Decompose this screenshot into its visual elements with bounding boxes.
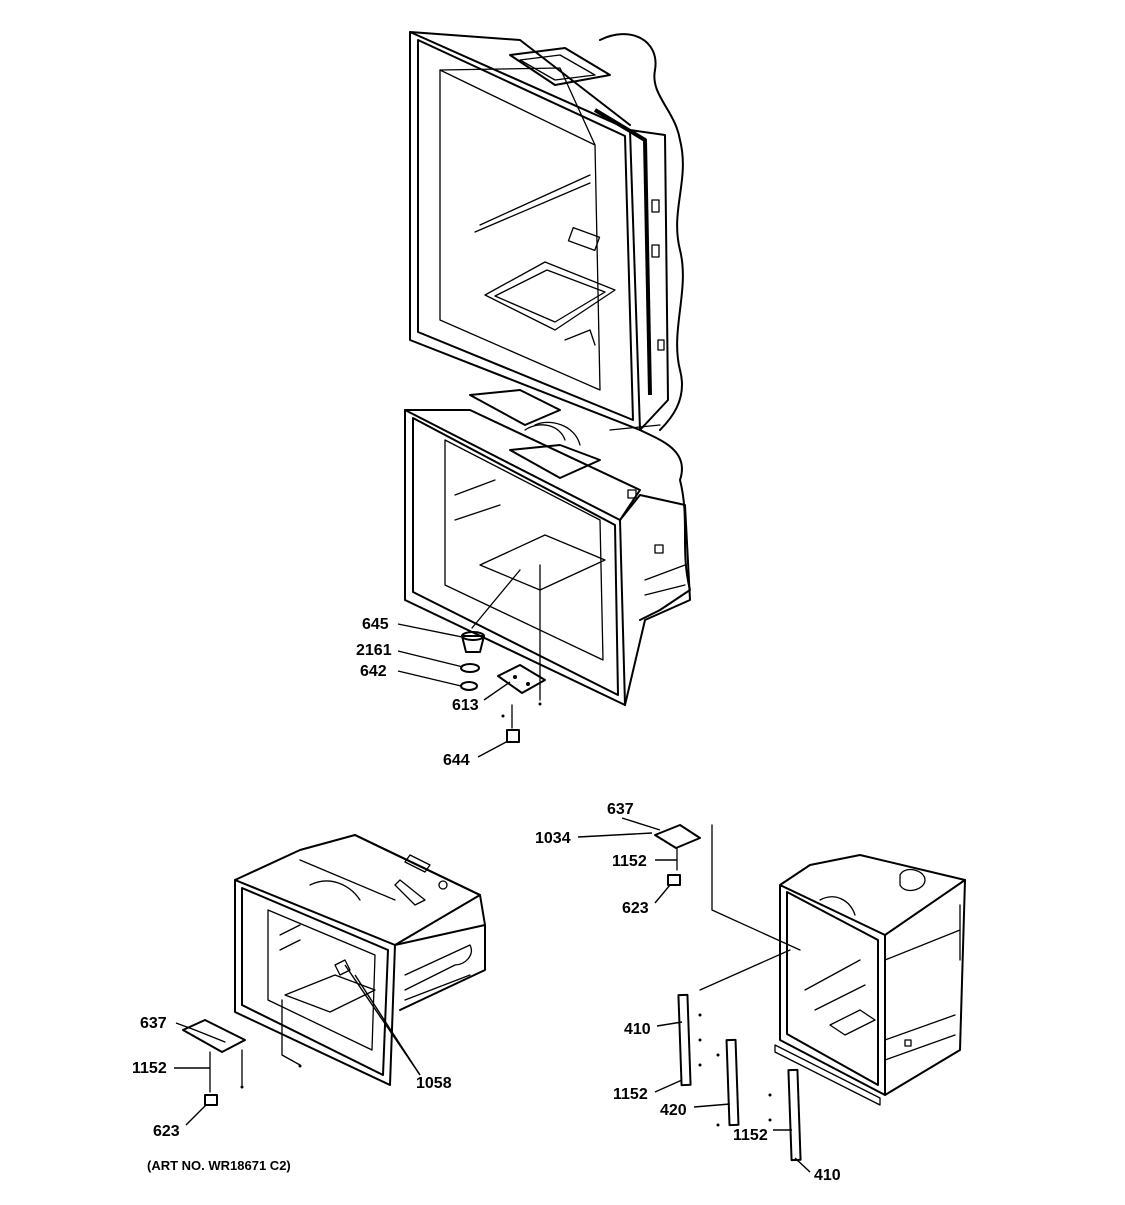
top-small-parts [460,564,546,743]
rail-410-bottom-shape [787,1068,802,1162]
label-2161: 2161 [356,642,392,659]
label-right-410-top: 410 [624,1021,651,1038]
upper-compartment [409,31,684,431]
left-part-623-shape [204,1094,218,1106]
lower-compartment [404,389,691,706]
label-left-637: 637 [140,1015,167,1032]
art-number: (ART NO. WR18671 C2) [147,1158,291,1173]
label-642: 642 [360,663,387,680]
label-left-1058: 1058 [416,1075,452,1092]
label-right-1152-bottom: 1152 [733,1127,768,1144]
label-644: 644 [443,752,470,769]
left-bracket-637-shape [182,1019,246,1053]
label-right-1152-top: 1152 [612,853,647,870]
label-right-623: 623 [622,900,649,917]
label-right-1034: 1034 [535,830,571,847]
cup-645-shape [461,635,485,653]
label-613: 613 [452,697,479,714]
label-right-420: 420 [660,1102,687,1119]
label-right-410-bottom: 410 [814,1167,841,1184]
ring-2161-shape [460,663,480,673]
rail-420-shape [725,1038,740,1127]
right-part-623-shape [667,874,681,886]
part-644-shape [506,729,520,743]
label-right-1152-mid: 1152 [613,1086,648,1103]
rail-410-top-shape [677,993,692,1087]
right-assembly [699,824,966,1106]
right-bracket-637-shape [654,824,701,849]
plate-613-shape [497,664,546,694]
label-645: 645 [362,616,389,633]
label-left-623: 623 [153,1123,180,1140]
label-left-1152: 1152 [132,1060,167,1077]
label-right-637: 637 [607,801,634,818]
left-assembly [234,834,486,1086]
disk-642-shape [460,681,478,691]
